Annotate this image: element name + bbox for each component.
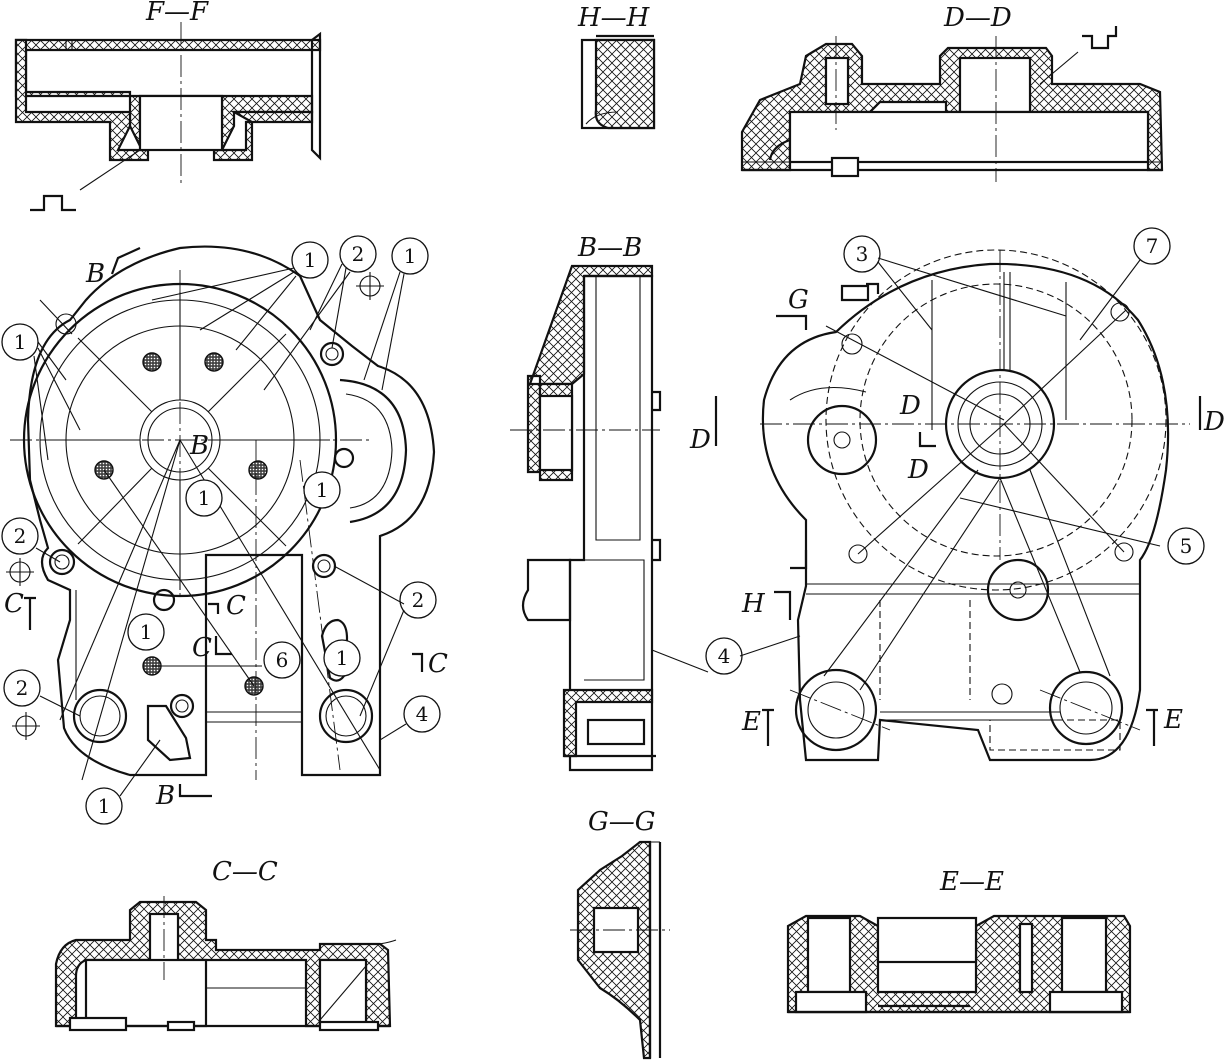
cut-label-e-right: E [1163, 705, 1183, 735]
core-mark [204, 352, 224, 372]
svg-text:1: 1 [404, 244, 417, 268]
callout-bubble: 1 [1, 323, 39, 361]
callout-bubble: 7 [1133, 227, 1171, 265]
svg-text:7: 7 [1146, 234, 1159, 258]
left-plan-view [10, 245, 436, 781]
section-e-e: E—E [786, 867, 1132, 1014]
callout-bubble: 2 [3, 669, 41, 707]
section-d-d: D—D [740, 3, 1164, 182]
callout-bubble: 1 [391, 237, 429, 275]
svg-text:3: 3 [856, 242, 869, 266]
title-e-e: E—E [939, 867, 1004, 897]
title-h-h: H—H [577, 3, 651, 33]
callouts: 1 2 1 1 1 1 2 2 1 1 6 2 4 1 4 3 7 5 [1, 227, 1205, 825]
callout-bubble: 5 [1167, 527, 1205, 565]
cut-label-c-mid: C [226, 591, 246, 621]
cut-label-c-left: C [4, 589, 24, 619]
crosshair-mark [6, 272, 384, 740]
svg-text:2: 2 [14, 524, 27, 548]
cut-label-g: G [788, 285, 809, 315]
callout-bubble: 3 [843, 235, 881, 273]
cut-label-d-inner-bottom: D [907, 455, 929, 485]
core-mark [142, 352, 162, 372]
svg-text:1: 1 [304, 248, 317, 272]
cutting-plane-marks: B B B C C C C G D D D D H E E [4, 246, 1225, 811]
cut-label-h: H [741, 589, 766, 619]
cut-label-b-bottom: B [155, 781, 175, 811]
cut-label-b-top: B [85, 259, 105, 289]
svg-text:1: 1 [98, 794, 111, 818]
svg-text:1: 1 [14, 330, 27, 354]
svg-text:5: 5 [1180, 534, 1193, 558]
svg-text:4: 4 [718, 644, 731, 668]
callout-bubble: 2 [339, 235, 377, 273]
callout-bubble: 4 [705, 637, 743, 675]
cut-label-d-inner-top: D [899, 391, 921, 421]
svg-text:2: 2 [16, 676, 29, 700]
right-plan-view [760, 249, 1190, 762]
section-g-g: G—G [570, 807, 670, 1060]
cut-label-e-left: E [741, 707, 761, 737]
section-f-f: F—F [14, 0, 322, 212]
callout-bubble: 6 [263, 641, 301, 679]
cut-label-d-left: D [689, 425, 711, 455]
title-g-g: G—G [588, 807, 656, 837]
title-d-d: D—D [943, 3, 1012, 33]
title-f-f: F—F [145, 0, 209, 27]
callout-bubble: 2 [1, 517, 39, 555]
svg-text:2: 2 [352, 242, 365, 266]
callout-bubble: 1 [185, 479, 223, 517]
section-b-b: B—B [510, 233, 709, 772]
callout-bubble: 1 [85, 787, 123, 825]
cut-label-b-center: B [189, 431, 209, 461]
title-c-c: C—C [212, 857, 278, 887]
svg-text:1: 1 [198, 486, 211, 510]
callout-bubble: 2 [399, 581, 437, 619]
callout-bubble: 1 [127, 613, 165, 651]
core-mark [248, 460, 268, 480]
callout-bubble: 4 [403, 695, 441, 733]
cut-label-c-right: C [428, 649, 448, 679]
callout-bubble: 1 [303, 471, 341, 509]
svg-text:6: 6 [276, 648, 289, 672]
svg-text:2: 2 [412, 588, 425, 612]
title-b-b: B—B [577, 233, 642, 263]
section-h-h: H—H [577, 3, 656, 130]
svg-text:1: 1 [316, 478, 329, 502]
svg-text:4: 4 [416, 702, 429, 726]
cut-label-c-lower: C [192, 633, 212, 663]
cut-label-d-right: D [1203, 407, 1225, 437]
svg-text:1: 1 [336, 646, 349, 670]
svg-text:1: 1 [140, 620, 153, 644]
section-c-c: C—C [54, 857, 397, 1032]
callout-bubble: 1 [323, 639, 361, 677]
callout-bubble: 1 [291, 241, 329, 279]
